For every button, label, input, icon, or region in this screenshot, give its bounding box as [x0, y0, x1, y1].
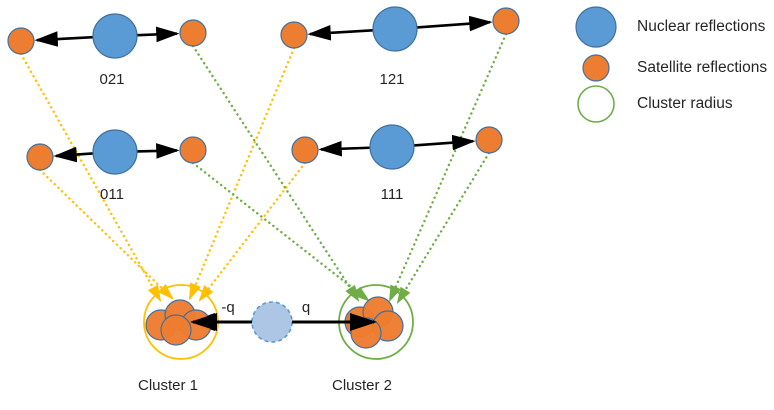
- dotted-link-yellow-2: [188, 46, 296, 301]
- nuclear-reflection: [369, 124, 415, 170]
- satellite-reflection-right: [475, 126, 503, 154]
- reflection-group-label: 111: [381, 186, 404, 203]
- satellite-reflection-right: [179, 19, 207, 47]
- reflection-group-label: 121: [379, 71, 404, 88]
- reflection-groups-layer: 021 121 011 111: [7, 6, 520, 203]
- legend-marker-satellite-icon: [582, 54, 610, 82]
- dotted-link-green-3: [396, 151, 491, 305]
- satellite-reflection-left: [291, 136, 319, 164]
- legend-nuclear: Nuclear reflections: [575, 6, 766, 48]
- dotted-link-yellow-1: [38, 168, 174, 300]
- satellite-reflection-left: [280, 21, 308, 49]
- reflection-group-label: 011: [100, 186, 124, 203]
- legend-marker-cluster-radius-icon: [577, 85, 615, 123]
- cluster-label: Cluster 2: [332, 377, 392, 394]
- arrow-to-left-satellite: [53, 146, 94, 163]
- dotted-link-yellow-3: [198, 161, 307, 302]
- arrow-to-right-satellite: [416, 15, 493, 32]
- satellite-reflection-right: [492, 7, 520, 35]
- clusters-layer: Cluster 1 Cluster 2 -q q: [138, 284, 414, 394]
- group-021: 021: [7, 13, 207, 88]
- nuclear-reflection: [372, 6, 418, 52]
- cluster-1: Cluster 1: [138, 284, 219, 394]
- dotted-link-yellow-0: [19, 52, 162, 303]
- dotted-link-green-0: [191, 44, 360, 303]
- arrow-to-left-satellite: [307, 25, 374, 41]
- cluster-label: Cluster 1: [138, 377, 198, 394]
- q-positive: q: [302, 299, 310, 316]
- legend-item-label: Cluster radius: [637, 95, 733, 112]
- arrow-to-left-satellite: [318, 140, 371, 157]
- dotted-link-green-1: [191, 161, 370, 302]
- satellite-reflection-left: [26, 143, 54, 171]
- legend-marker-nuclear-icon: [575, 6, 617, 48]
- nuclear-reflection: [92, 13, 138, 59]
- q-negative: -q: [221, 299, 234, 316]
- legend-item-label: Satellite reflections: [637, 59, 767, 76]
- arrow-to-right-satellite: [413, 134, 476, 151]
- cluster-satellite-3: [160, 314, 192, 346]
- group-111: 111: [291, 124, 503, 203]
- legend-item-label: Nuclear reflections: [637, 18, 766, 35]
- center-nuclear-node: [251, 301, 293, 343]
- dotted-link-layer: [19, 32, 508, 305]
- legend-satellite: Satellite reflections: [582, 54, 767, 82]
- arrow-to-right-satellite: [136, 26, 180, 43]
- cluster-2: Cluster 2: [332, 284, 414, 394]
- legend-cluster-radius: Cluster radius: [577, 85, 733, 123]
- arrow-to-right-satellite: [136, 143, 180, 159]
- satellite-reflection-left: [7, 27, 35, 55]
- dotted-link-green-2: [388, 32, 508, 303]
- group-011: 011: [26, 129, 207, 203]
- group-121: 121: [280, 6, 520, 88]
- satellite-reflection-right: [179, 136, 207, 164]
- reflection-group-label: 021: [99, 71, 124, 88]
- arrow-to-left-satellite: [34, 31, 94, 47]
- nuclear-reflection: [92, 129, 138, 175]
